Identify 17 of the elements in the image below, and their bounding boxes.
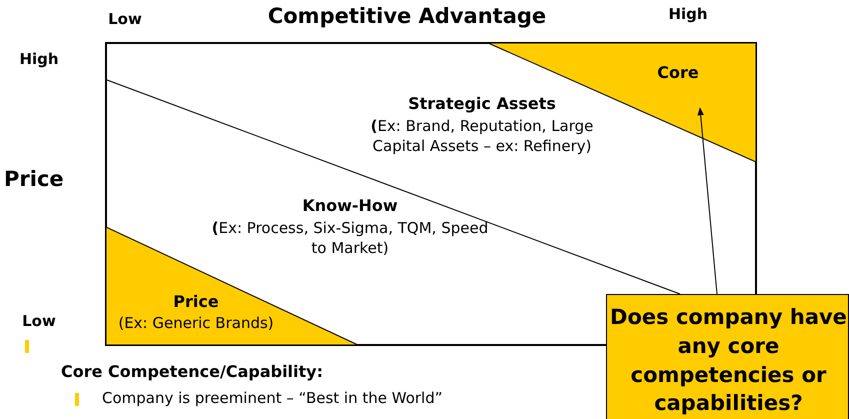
axis-end-label: High [667,5,709,24]
core-label: Core [656,63,700,84]
bullet-heading: Core Competence/Capability: [61,362,324,383]
band-heading: Strategic Assets [407,94,557,115]
band-heading: Know-How [301,196,399,217]
axis-title: Price [4,166,65,193]
arrow [697,107,718,294]
axis-end-label: Low [21,312,57,332]
axis-title: Competitive Advantage [266,3,548,30]
callout-text: Does company have any core competencies or capabilities? [609,304,848,418]
price-label: Price [172,292,220,313]
bullet-text: Company is preeminent – “Best in the World” [102,389,444,408]
axis-end-label: Low [107,10,143,30]
axis-end-label: High [18,50,60,70]
band-note: (Ex: Process, Six-Sigma, TQM, Speed to Market) [210,219,490,258]
region-note: (Ex: Generic Brands) [117,314,275,334]
band-note: (Ex: Brand, Reputation, Large Capital Assets – ex: Refinery) [370,117,594,156]
